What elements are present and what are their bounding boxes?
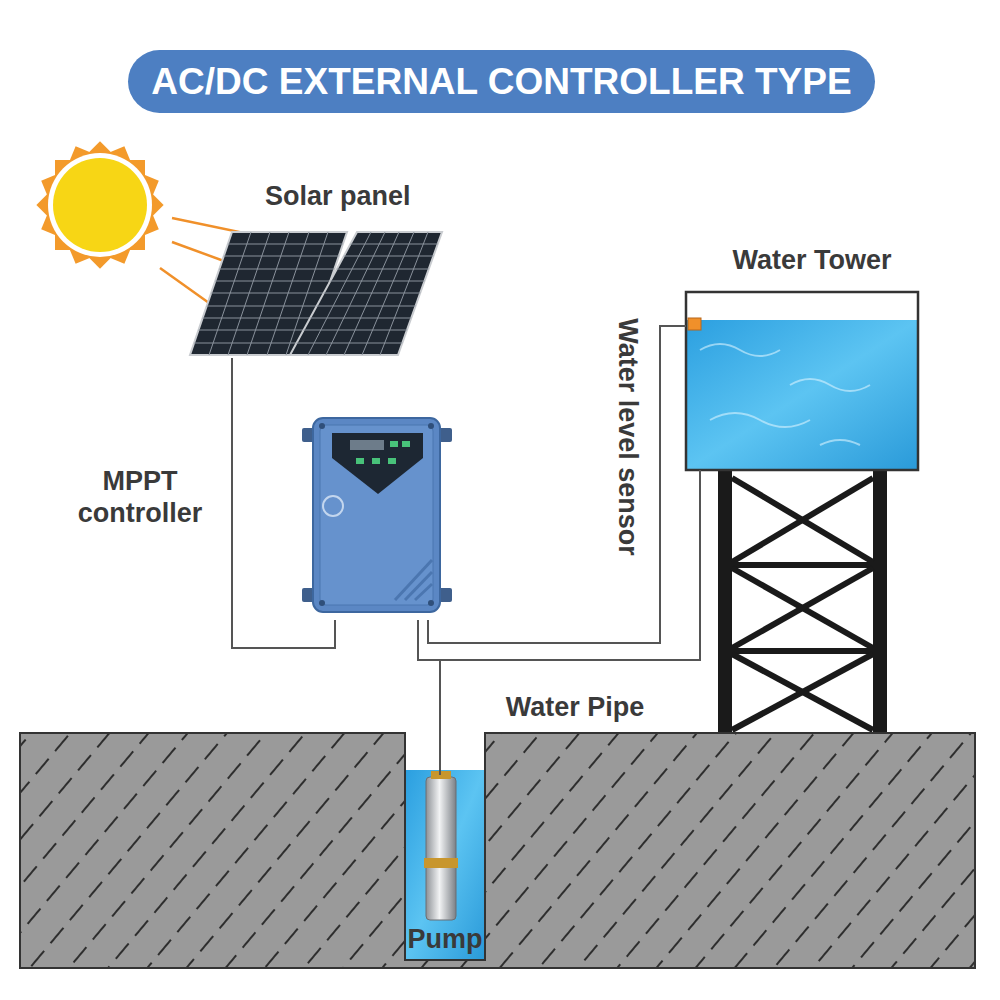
pipe-label: Water Pipe (490, 690, 660, 724)
node-label: Pump (400, 923, 490, 955)
node-label: MPPT controller (60, 465, 220, 530)
pump-illustration (424, 771, 458, 920)
sensor-marker (688, 318, 701, 330)
node-label: Water Tower (706, 244, 918, 276)
solar-panel-right (280, 232, 450, 355)
ground (20, 733, 975, 968)
wire-connector (232, 358, 335, 648)
sun-icon (36, 141, 163, 268)
node-label: Solar panel (265, 180, 443, 212)
wire-connector (428, 326, 686, 643)
water-tower-node: Water Tower (686, 240, 918, 470)
title-pill: AC/DC EXTERNAL CONTROLLER TYPE (128, 50, 875, 113)
sensor-label: Water level sensor (611, 287, 645, 587)
solar-panel-node: Solar panel (190, 178, 445, 358)
pump-node: Pump (400, 775, 490, 960)
title-text: AC/DC EXTERNAL CONTROLLER TYPE (128, 50, 875, 113)
controller-housing (302, 418, 452, 612)
wire-connector (440, 470, 700, 775)
water-tower (686, 292, 918, 733)
wire-connector (418, 620, 440, 775)
controller-node: MPPT controller (60, 415, 452, 620)
